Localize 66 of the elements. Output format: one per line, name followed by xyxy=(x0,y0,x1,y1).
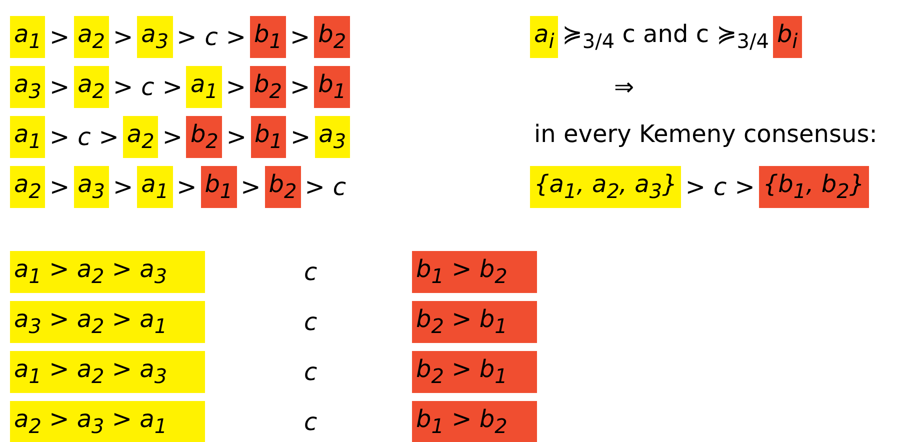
ranking-box: a$_{3}$ xyxy=(74,166,110,208)
ranking-box: a$_{1}$ xyxy=(10,16,46,58)
ranking-box: a$_{1}$ > a$_{2}$ > a$_{3}$ xyxy=(10,350,205,394)
relation-symbol: > xyxy=(224,22,247,53)
relation-symbol: > xyxy=(161,122,184,153)
candidate-label: c xyxy=(712,172,728,203)
ranking-box: b$_{2}$ xyxy=(250,66,286,108)
ranking-box: b$_{1}$ xyxy=(200,166,237,208)
candidate-label: c xyxy=(332,172,348,203)
ranking-box: {b$_{1}$, b$_{2}$} xyxy=(758,166,869,208)
ranking-box: a$_{3}$ xyxy=(137,16,173,58)
relation-symbol: > xyxy=(224,72,247,103)
ranking-box: a$_{2}$ > a$_{3}$ > a$_{1}$ xyxy=(10,400,205,442)
relation-symbol: > xyxy=(240,172,262,203)
ranking-box: a$_{2}$ xyxy=(10,166,46,208)
ranking-box: b$_{1}$ > b$_{2}$ xyxy=(412,250,537,294)
ranking-box: b$_{2}$ xyxy=(314,16,350,58)
relation-symbol: > xyxy=(112,22,134,53)
candidate-label: c xyxy=(204,22,219,53)
relation-symbol: > xyxy=(734,172,756,203)
ranking-box: a$_{2}$ xyxy=(74,66,110,108)
ranking-box: a$_{1}$ xyxy=(137,166,173,208)
relation-symbol: > xyxy=(289,122,312,153)
relation-symbol: ⇒ xyxy=(613,72,636,103)
ranking-box: b$_{2}$ xyxy=(264,166,301,208)
ranking-box: b$_{1}$ xyxy=(314,66,350,108)
candidate-label: c xyxy=(76,122,92,153)
relation-symbol: > xyxy=(48,22,71,53)
relation-symbol: > xyxy=(176,172,198,203)
relation-symbol: > xyxy=(684,172,707,203)
relation-symbol: > xyxy=(112,172,134,203)
relation-symbol: > xyxy=(225,122,248,153)
statement-text: ≽$_{3/4}$ c and c ≽$_{3/4}$ xyxy=(561,18,770,54)
relation-symbol: > xyxy=(48,172,71,203)
ranking-box: b$_{i}$ xyxy=(772,16,802,58)
relation-symbol: > xyxy=(288,22,312,53)
statement-text: in every Kemeny consensus: xyxy=(533,119,878,150)
ranking-box: b$_{1}$ > b$_{2}$ xyxy=(412,400,537,442)
ranking-box: a$_{3}$ xyxy=(314,116,350,158)
candidate-label: c xyxy=(303,407,318,438)
ranking-box: b$_{1}$ xyxy=(250,16,286,58)
relation-symbol: > xyxy=(176,22,198,53)
ranking-box: a$_{3}$ xyxy=(10,66,46,108)
relation-symbol: > xyxy=(112,72,134,103)
relation-symbol: > xyxy=(48,122,71,153)
ranking-box: {a$_{1}$, a$_{2}$, a$_{3}$} xyxy=(530,166,682,208)
candidate-label: c xyxy=(303,357,318,388)
relation-symbol: > xyxy=(98,122,120,153)
candidate-label: c xyxy=(303,257,318,288)
ranking-box: b$_{2}$ xyxy=(186,116,222,158)
relation-symbol: > xyxy=(304,172,326,203)
ranking-box: a$_{2}$ xyxy=(122,116,158,158)
relation-symbol: > xyxy=(288,72,312,103)
relation-symbol: > xyxy=(48,72,71,103)
ranking-box: b$_{1}$ xyxy=(250,116,286,158)
relation-symbol: > xyxy=(161,72,184,103)
candidate-label: c xyxy=(303,307,318,338)
ranking-box: b$_{2}$ > b$_{1}$ xyxy=(412,350,537,394)
ranking-box: a$_{1}$ xyxy=(10,116,46,158)
ranking-box: b$_{2}$ > b$_{1}$ xyxy=(412,300,537,344)
ranking-box: a$_{i}$ xyxy=(530,16,558,58)
ranking-box: a$_{2}$ xyxy=(74,16,110,58)
candidate-label: c xyxy=(140,72,156,103)
ranking-box: a$_{3}$ > a$_{2}$ > a$_{1}$ xyxy=(10,300,205,344)
ranking-box: a$_{1}$ > a$_{2}$ > a$_{3}$ xyxy=(10,250,205,294)
ranking-box: a$_{1}$ xyxy=(186,66,222,108)
